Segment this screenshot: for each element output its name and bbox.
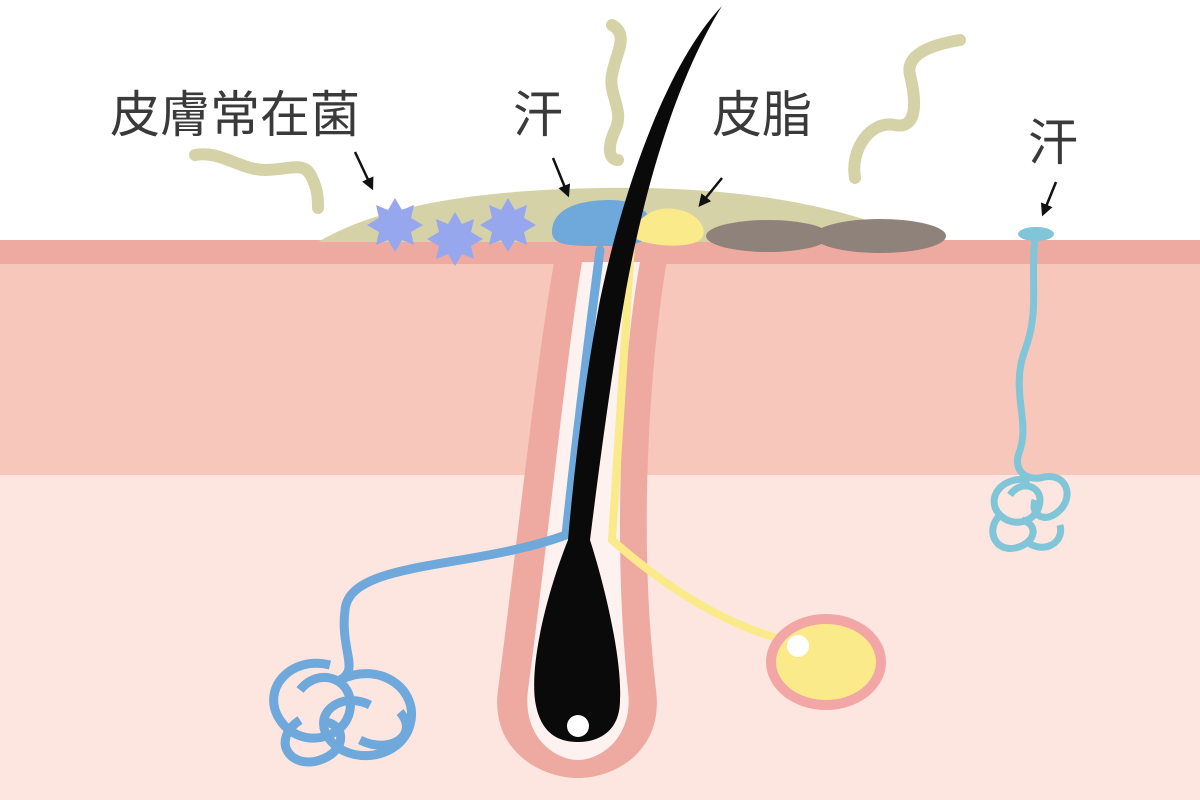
sweat-duct-left bbox=[335, 245, 605, 685]
hair-shaft bbox=[534, 6, 722, 742]
sweat-pore-right bbox=[1018, 227, 1054, 241]
bacterium bbox=[427, 212, 483, 266]
sweat-gland-right bbox=[989, 473, 1071, 552]
bacterium bbox=[367, 198, 423, 252]
sweat-gland-left bbox=[269, 658, 416, 767]
label-sebum: 皮脂 bbox=[712, 86, 812, 144]
arrow-bacteria bbox=[353, 151, 374, 191]
arrow-sweat-left bbox=[551, 157, 571, 198]
sweat-duct-right bbox=[1014, 234, 1044, 482]
sebaceous-gland-highlight bbox=[787, 635, 809, 657]
sebum-pool bbox=[630, 208, 704, 246]
arrow-sebum bbox=[698, 177, 723, 207]
sebum-duct bbox=[607, 226, 796, 646]
label-sweat-left: 汗 bbox=[513, 86, 563, 144]
odor-lines bbox=[189, 19, 966, 214]
label-sweat-right: 汗 bbox=[1028, 114, 1078, 172]
hair-bulb-highlight bbox=[567, 715, 589, 737]
bacteria-cluster bbox=[367, 198, 536, 266]
bacterium bbox=[480, 198, 536, 252]
sebaceous-gland bbox=[776, 624, 876, 700]
label-bacteria: 皮膚常在菌 bbox=[110, 86, 360, 144]
arrow-sweat-right bbox=[1040, 181, 1058, 217]
pointer-arrows bbox=[353, 151, 1058, 217]
dirt-deposits bbox=[706, 219, 946, 253]
